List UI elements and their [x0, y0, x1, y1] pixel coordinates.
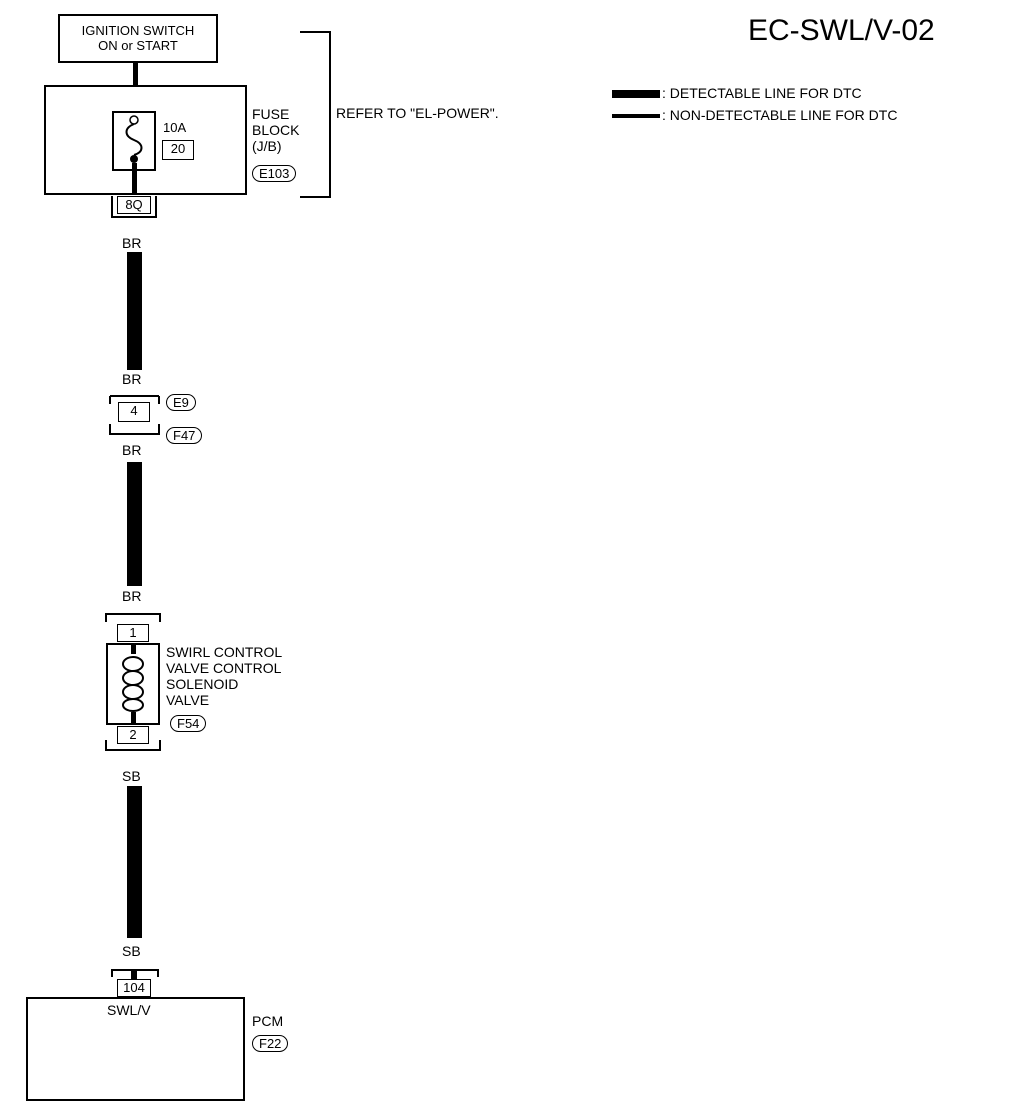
solenoid-label-1: SWIRL CONTROL: [166, 644, 283, 660]
joint-upper-bracket: [109, 395, 160, 404]
ignition-line2: ON or START: [98, 38, 178, 53]
connector-f22: F22: [252, 1035, 289, 1052]
fuse-block-box: [44, 85, 247, 195]
fuse-amperage: 10A: [163, 120, 187, 135]
wire-fuse-internal: [132, 163, 137, 195]
solenoid-lead-bottom: [131, 712, 136, 724]
diagram-title: EC-SWL/V-02: [748, 14, 935, 47]
joint-lower-bracket: [109, 424, 160, 435]
pcm-terminal-label: SWL/V: [107, 1002, 151, 1018]
pcm-label: PCM: [252, 1013, 284, 1029]
joint-pin: 4: [118, 402, 150, 422]
solenoid-pin-1: 1: [117, 624, 149, 642]
wire-br-segment-2: [127, 462, 142, 586]
fuse-bottom-contact: [130, 155, 138, 163]
wire-color-br-4: BR: [122, 588, 142, 604]
connector-e9: E9: [166, 394, 196, 411]
fuse-block-connector: E103: [252, 165, 297, 182]
terminal-8q: 8Q: [117, 196, 151, 214]
wire-sb-segment: [127, 786, 142, 938]
legend-detectable-label: : DETECTABLE LINE FOR DTC: [662, 85, 862, 101]
pcm-lead: [131, 970, 137, 980]
connector-f54: F54: [170, 715, 207, 732]
fuse-block-label-1: FUSE: [252, 106, 290, 122]
fuse-number: 20: [162, 140, 194, 160]
connector-f47: F47: [166, 427, 203, 444]
pcm-pin-104: 104: [117, 979, 151, 997]
solenoid-lead-top: [131, 644, 136, 654]
wire-color-br-2: BR: [122, 371, 142, 387]
solenoid-label-2: VALVE CONTROL: [166, 660, 282, 676]
fuse-block-label-3: (J/B): [252, 138, 282, 154]
refer-el-power: REFER TO "EL-POWER".: [336, 105, 499, 121]
wire-color-br-3: BR: [122, 442, 142, 458]
legend-non-detectable-line: [612, 114, 660, 118]
solenoid-bottom-bracket: [105, 740, 161, 751]
legend-non-detectable-label: : NON-DETECTABLE LINE FOR DTC: [662, 107, 898, 123]
solenoid-label-4: VALVE: [166, 692, 210, 708]
wire-ignition-to-fuse: [133, 62, 138, 86]
coil-icon: [122, 656, 144, 712]
solenoid-pin-2: 2: [117, 726, 149, 744]
connector-8q-bracket: [111, 196, 157, 218]
legend-detectable-line: [612, 90, 660, 98]
ignition-switch-box: IGNITION SWITCH ON or START: [58, 14, 218, 63]
wire-color-br-1: BR: [122, 235, 142, 251]
wire-br-segment-1: [127, 252, 142, 370]
wire-color-sb-1: SB: [122, 768, 141, 784]
solenoid-label-3: SOLENOID: [166, 676, 239, 692]
fuse-block-label-2: BLOCK: [252, 122, 300, 138]
ignition-line1: IGNITION SWITCH: [81, 23, 195, 38]
pcm-box: [26, 997, 245, 1101]
solenoid-top-bracket: [105, 613, 161, 622]
fuse-icon: [125, 123, 143, 156]
wire-color-sb-2: SB: [122, 943, 141, 959]
refer-bracket: [300, 31, 331, 198]
